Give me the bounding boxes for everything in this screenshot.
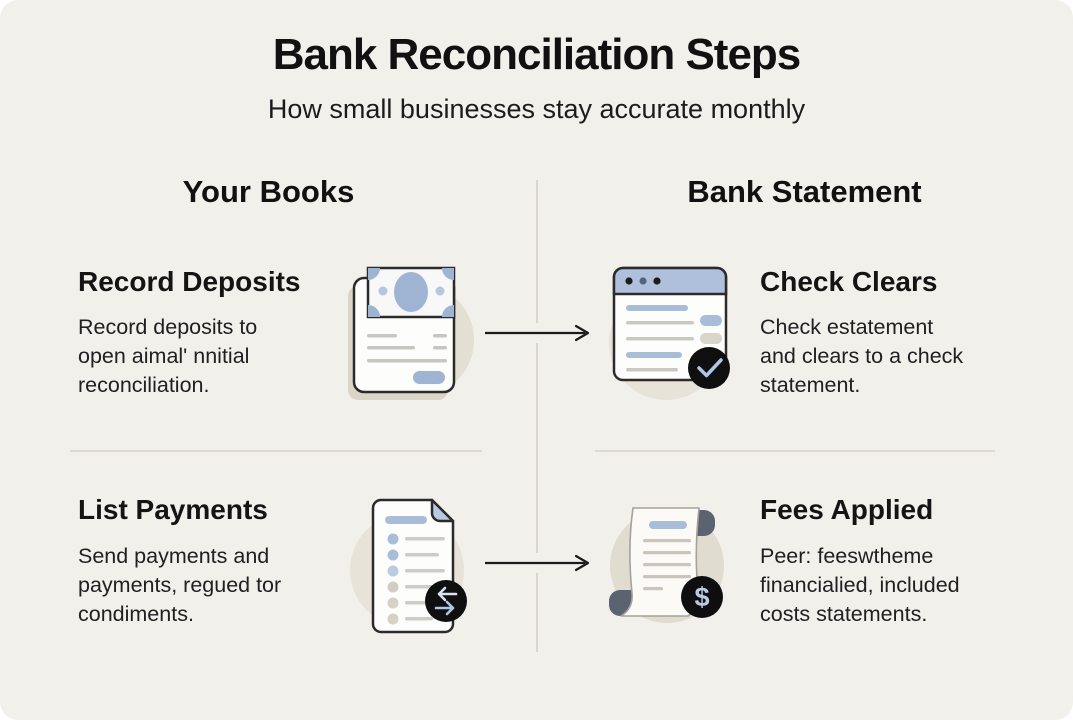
step-desc-fees-applied: Peer: feeswtheme financialied, included …: [760, 544, 960, 626]
column-header-bank-statement: Bank Statement: [687, 174, 922, 209]
document-list-transfer-icon: [341, 490, 481, 640]
row-separator-right: [595, 450, 995, 452]
row-separator-left: [70, 450, 482, 452]
scroll-dollar-icon: $: [601, 490, 741, 640]
page-title: Bank Reconciliation Steps: [272, 30, 802, 79]
page-subtitle: How small businesses stay accurate month…: [267, 94, 806, 124]
step-title-fees-applied: Fees Applied: [760, 494, 934, 525]
step-title-record-deposits: Record Deposits: [78, 266, 301, 297]
step-desc-record-deposits: Record deposits to open aimal' nnitial r…: [78, 315, 258, 397]
step-desc-list-payments: Send payments and payments, regued tor c…: [78, 544, 282, 626]
money-note-document-icon: [345, 258, 485, 408]
step-title-list-payments: List Payments: [78, 494, 268, 525]
column-header-your-books: Your Books: [182, 174, 355, 209]
arrow-right-icon: [482, 323, 598, 343]
column-divider: [536, 180, 538, 652]
browser-window-check-icon: [598, 258, 738, 408]
step-title-check-clears: Check Clears: [760, 266, 938, 297]
arrow-right-icon: [482, 553, 598, 573]
svg-text:$: $: [694, 582, 709, 612]
step-desc-check-clears: Check estatement and clears to a check s…: [760, 315, 964, 397]
